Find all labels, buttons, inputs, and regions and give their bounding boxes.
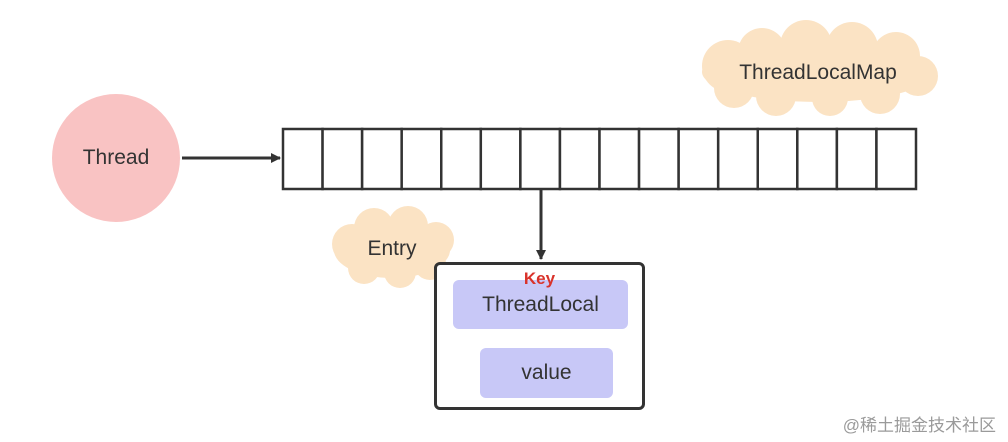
key-field: ThreadLocal [453, 280, 628, 329]
map-slot [400, 127, 443, 191]
map-slot [321, 127, 364, 191]
map-cloud-shape [702, 20, 938, 116]
map-label: ThreadLocalMap [739, 61, 897, 84]
entry-label: Entry [367, 237, 417, 260]
map-slot [479, 127, 522, 191]
map-slot [637, 127, 680, 191]
map-slot [360, 127, 403, 191]
thread-label: Thread [82, 146, 150, 169]
map-slot [558, 127, 601, 191]
map-slot [281, 127, 324, 191]
map-slot [440, 127, 483, 191]
watermark: @稀土掘金技术社区 [842, 416, 996, 435]
entry-label-container: Entry [332, 220, 452, 278]
map-array [281, 127, 918, 191]
map-slot [835, 127, 878, 191]
map-slot [875, 127, 918, 191]
map-label-container: ThreadLocalMap [700, 44, 936, 102]
value-field-label: value [521, 361, 572, 384]
key-label: Key [523, 269, 556, 288]
map-slot [796, 127, 839, 191]
map-slot [519, 127, 562, 191]
map-slot [598, 127, 641, 191]
map-slot [677, 127, 720, 191]
map-slot [756, 127, 799, 191]
entry-cloud-shape [332, 206, 454, 288]
value-field: value [480, 348, 613, 398]
thread-node: Thread [52, 94, 180, 222]
key-field-label: ThreadLocal [482, 292, 599, 316]
map-slot [716, 127, 760, 191]
